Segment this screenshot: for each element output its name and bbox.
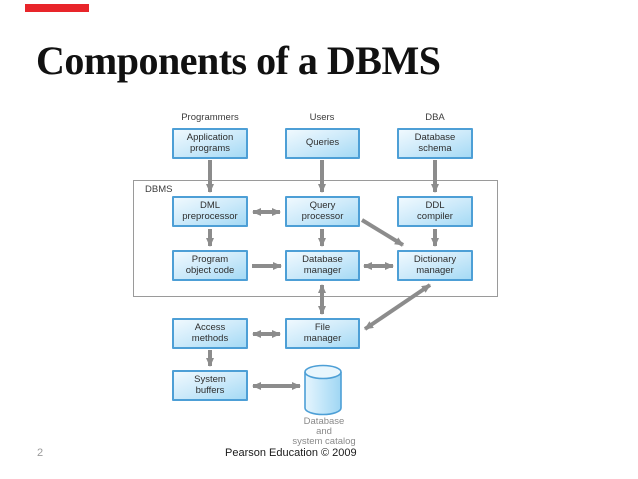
red-accent-bar [25,4,89,12]
box-label-line: programs [189,142,231,154]
box-label-line: File [314,322,331,333]
box-label-line: DDL [425,200,445,211]
box-label-line: methods [191,332,229,344]
cylinder-caption-line: Database [303,416,345,427]
footer-credit: Pearson Education © 2009 [225,447,357,459]
box-label-line: buffers [195,384,225,396]
label-programmers: Programmers [181,112,239,123]
box-label-line: Database [302,254,343,265]
box-dictionary-manager: Dictionary manager [397,250,473,281]
box-file-manager: File manager [285,318,360,349]
box-system-buffers: System buffers [172,370,248,401]
box-label-line: Program [191,254,229,265]
cylinder-caption: Database and system catalog [264,417,384,447]
box-access-methods: Access methods [172,318,248,349]
box-label-line: Dictionary [413,254,457,265]
box-database-schema: Database schema [397,128,473,159]
box-label-line: System [194,374,226,385]
slide-title: Components of a DBMS [36,38,441,83]
box-query-processor: Query processor [285,196,360,227]
box-label-line: Query [309,200,336,211]
box-label-line: Queries [305,137,340,149]
cylinder-caption-line: system catalog [292,436,356,447]
box-queries: Queries [285,128,360,159]
box-label-line: preprocessor [182,210,238,222]
box-label-line: compiler [417,210,453,222]
box-label-line: manager [416,264,454,276]
box-label-line: manager [303,264,342,276]
box-program-object-code: Program object code [172,250,248,281]
box-ddl-compiler: DDL compiler [397,196,473,227]
box-label-line: manager [303,332,342,344]
dbms-label: DBMS [145,184,173,195]
database-cylinder-icon [304,364,342,416]
box-label-line: Access [194,322,226,333]
label-dba: DBA [425,112,445,123]
box-label-line: processor [301,210,344,222]
box-label-line: Application [186,132,234,143]
dbms-boundary-box [133,180,498,297]
box-application-programs: Application programs [172,128,248,159]
label-users: Users [309,112,335,123]
box-label-line: Database [414,132,456,143]
box-label-line: DML [199,200,221,211]
page-number: 2 [37,447,44,459]
box-label-line: object code [185,264,235,276]
box-database-manager: Database manager [285,250,360,281]
box-dml-preprocessor: DML preprocessor [172,196,248,227]
box-label-line: schema [418,142,452,154]
cylinder-caption-line: and [316,426,332,437]
